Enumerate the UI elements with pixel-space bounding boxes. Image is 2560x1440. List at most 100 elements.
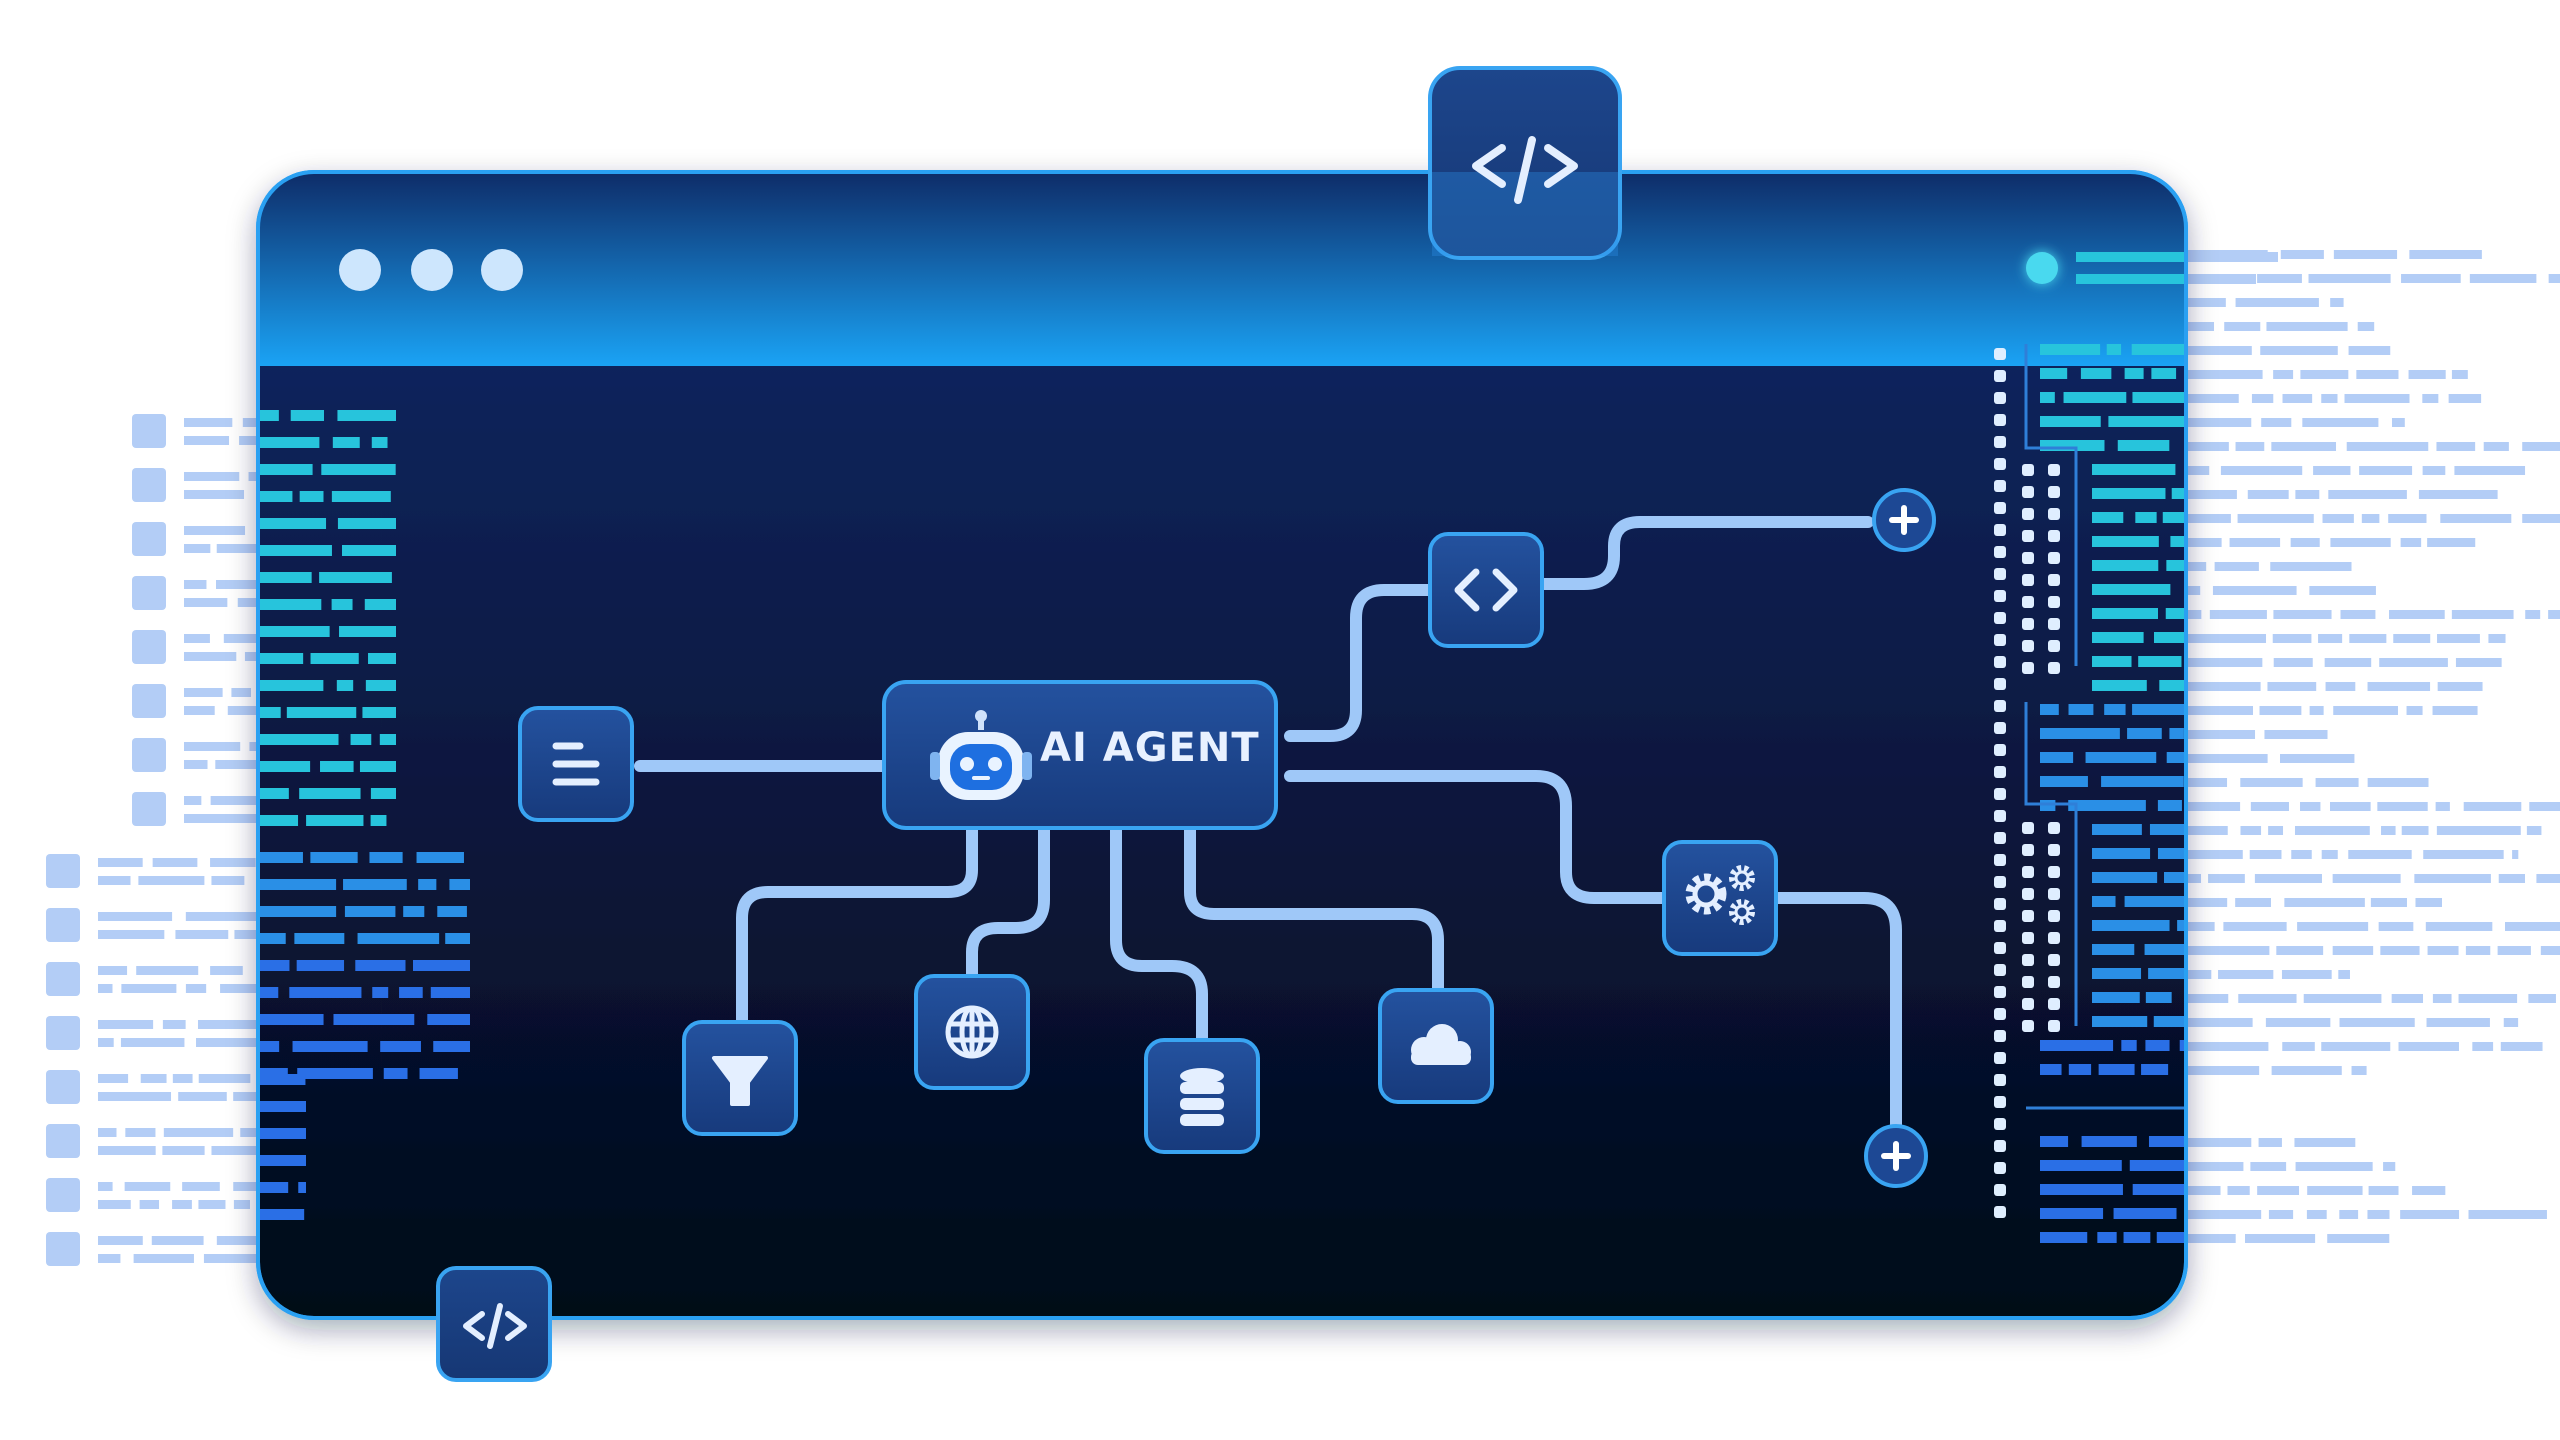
code-line (2300, 370, 2349, 379)
code-line (258, 1074, 306, 1085)
code-line (331, 491, 391, 502)
code-line (2448, 394, 2482, 403)
web-node[interactable] (914, 974, 1030, 1090)
connector-add-bottom (1770, 892, 1902, 1132)
window-control-dot[interactable] (411, 249, 453, 291)
code-line (216, 544, 256, 553)
code-line (2409, 250, 2482, 259)
code-line (343, 879, 407, 890)
code-line (2171, 488, 2186, 499)
code-line (370, 788, 396, 799)
code-line (98, 1074, 129, 1083)
led-dot (2048, 486, 2060, 498)
code-line (2218, 970, 2274, 979)
add-node-bottom[interactable] (1864, 1124, 1928, 1188)
filter-icon (712, 1056, 768, 1106)
code-line (2092, 536, 2159, 547)
settings-node[interactable] (1662, 840, 1778, 956)
code-line (2101, 776, 2184, 787)
code-line (2068, 1064, 2092, 1075)
code-line (2186, 1186, 2221, 1195)
code-line (2132, 392, 2186, 403)
code-line (2186, 586, 2201, 595)
led-dot (1994, 788, 2006, 800)
code-line (2040, 416, 2101, 427)
code-line (2281, 970, 2332, 979)
code-line (258, 464, 313, 475)
code-line (2092, 872, 2158, 883)
code-line (2186, 802, 2241, 811)
led-dot (2048, 530, 2060, 542)
code-line (2488, 634, 2506, 643)
code-line (2338, 970, 2350, 979)
code-line (2522, 442, 2560, 451)
code-line (2040, 1136, 2069, 1147)
code-line (2391, 994, 2424, 1003)
code-line (2290, 538, 2320, 547)
code-line (2040, 368, 2068, 379)
code-line (2257, 274, 2302, 283)
code-line (2097, 1232, 2117, 1243)
code-line (2332, 946, 2374, 955)
window-control-dot[interactable] (481, 249, 523, 291)
code-line (2224, 322, 2261, 331)
cloud-node[interactable] (1378, 988, 1494, 1104)
led-dot (1994, 678, 2006, 690)
code-line (98, 912, 173, 921)
code-line (2254, 874, 2322, 883)
code-line (2153, 632, 2186, 643)
code-line (2166, 752, 2186, 763)
code-line-marker (46, 1016, 80, 1050)
code-node[interactable] (1428, 532, 1544, 648)
led-dot (1994, 766, 2006, 778)
code-line (2220, 466, 2303, 475)
led-dot (1994, 1096, 2006, 1108)
connector-database (1110, 824, 1208, 1046)
code-badge-bottom[interactable] (436, 1266, 552, 1382)
code-lines-inside (258, 252, 2186, 1243)
led-dot (2048, 662, 2060, 674)
code-line (2169, 728, 2184, 739)
code-line (2186, 466, 2210, 475)
code-line (2260, 346, 2338, 355)
code-line (2092, 848, 2151, 859)
code-line (2186, 298, 2226, 307)
code-line (2427, 946, 2459, 955)
code-badge-top[interactable] (1428, 66, 1622, 260)
code-line (258, 761, 311, 772)
window-control-dot[interactable] (339, 249, 381, 291)
code-line (2437, 634, 2480, 643)
database-node[interactable] (1144, 1038, 1260, 1154)
led-dot (1994, 1008, 2006, 1020)
code-line (98, 1182, 113, 1191)
code-line (98, 1200, 131, 1209)
code-line (2315, 778, 2359, 787)
code-line (178, 1092, 227, 1101)
globe-icon (945, 1005, 999, 1059)
led-dot (2048, 822, 2060, 834)
led-dot (2048, 596, 2060, 608)
code-line (2344, 394, 2410, 403)
code-line (2237, 514, 2314, 523)
code-line-marker (46, 962, 80, 996)
code-line (198, 1200, 226, 1209)
plus-icon (1889, 505, 1919, 535)
code-line (2265, 1018, 2331, 1027)
filter-node[interactable] (682, 1020, 798, 1136)
code-line (2324, 658, 2372, 667)
code-line (2186, 418, 2252, 427)
led-dot (2022, 976, 2034, 988)
code-line (445, 933, 470, 944)
code-line (2422, 466, 2446, 475)
code-line (2186, 442, 2229, 451)
ai-agent-node[interactable] (882, 680, 1278, 830)
code-line (184, 760, 208, 769)
code-line (240, 1128, 256, 1137)
code-line (2339, 1210, 2359, 1219)
code-line (2141, 1064, 2169, 1075)
database-icon (1180, 1068, 1224, 1126)
text-node[interactable] (518, 706, 634, 822)
code-line (2498, 874, 2526, 883)
add-node-top[interactable] (1872, 488, 1936, 552)
code-line (2309, 706, 2324, 715)
